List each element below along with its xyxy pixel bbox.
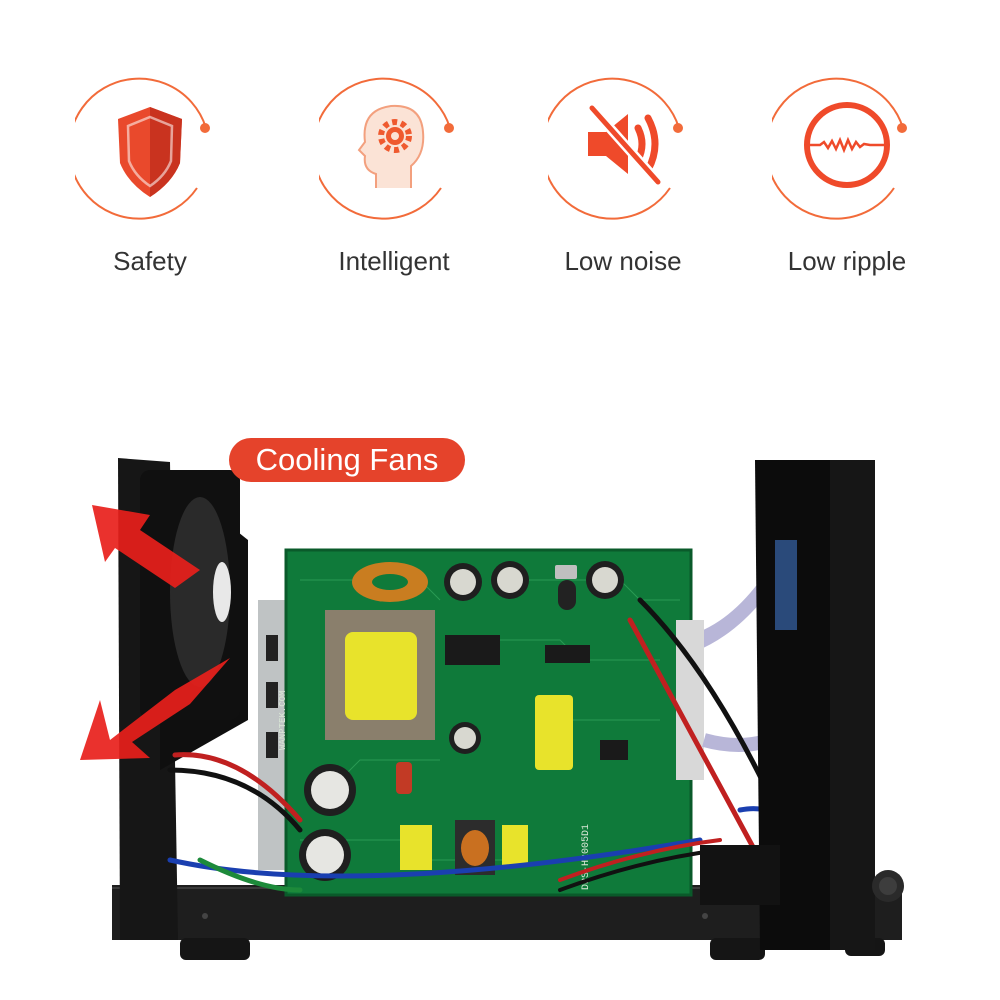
main-pcb: DPS-H2005D1 WANPTEK.COM (278, 548, 693, 897)
rubber-foot (710, 938, 765, 960)
cooling-fan (140, 470, 240, 720)
brand-marking: WANPTEK.COM (278, 691, 288, 750)
rubber-foot (180, 938, 250, 960)
inductor (535, 695, 573, 770)
ic-chip (445, 635, 500, 665)
feature-label: Low noise (564, 246, 682, 276)
terminal-block (700, 845, 780, 905)
cooling-fans-badge: Cooling Fans (229, 438, 465, 482)
feature-low-noise: Low noise (523, 70, 723, 290)
film-capacitor (502, 825, 528, 865)
speaker-muted-icon (548, 77, 683, 220)
film-capacitor (400, 825, 432, 870)
front-panel (755, 460, 830, 950)
head-gear-icon (319, 77, 454, 220)
feature-label: Intelligent (338, 246, 450, 276)
feature-label: Safety (113, 246, 187, 276)
feature-low-ripple: Low ripple (747, 70, 947, 290)
ic-chip (545, 645, 590, 663)
display-board (775, 540, 797, 630)
feature-label: Low ripple (787, 246, 907, 276)
shield-icon (75, 77, 210, 220)
airflow-arrow (92, 505, 200, 588)
ic-chip (600, 740, 628, 760)
ripple-wave-icon (772, 77, 907, 220)
feature-safety: Safety (50, 70, 250, 290)
airflow-arrow (80, 658, 230, 760)
feature-intelligent: Intelligent (294, 70, 494, 290)
power-supply-photo: DPS-H2005D1 WANPTEK.COM (80, 458, 904, 960)
